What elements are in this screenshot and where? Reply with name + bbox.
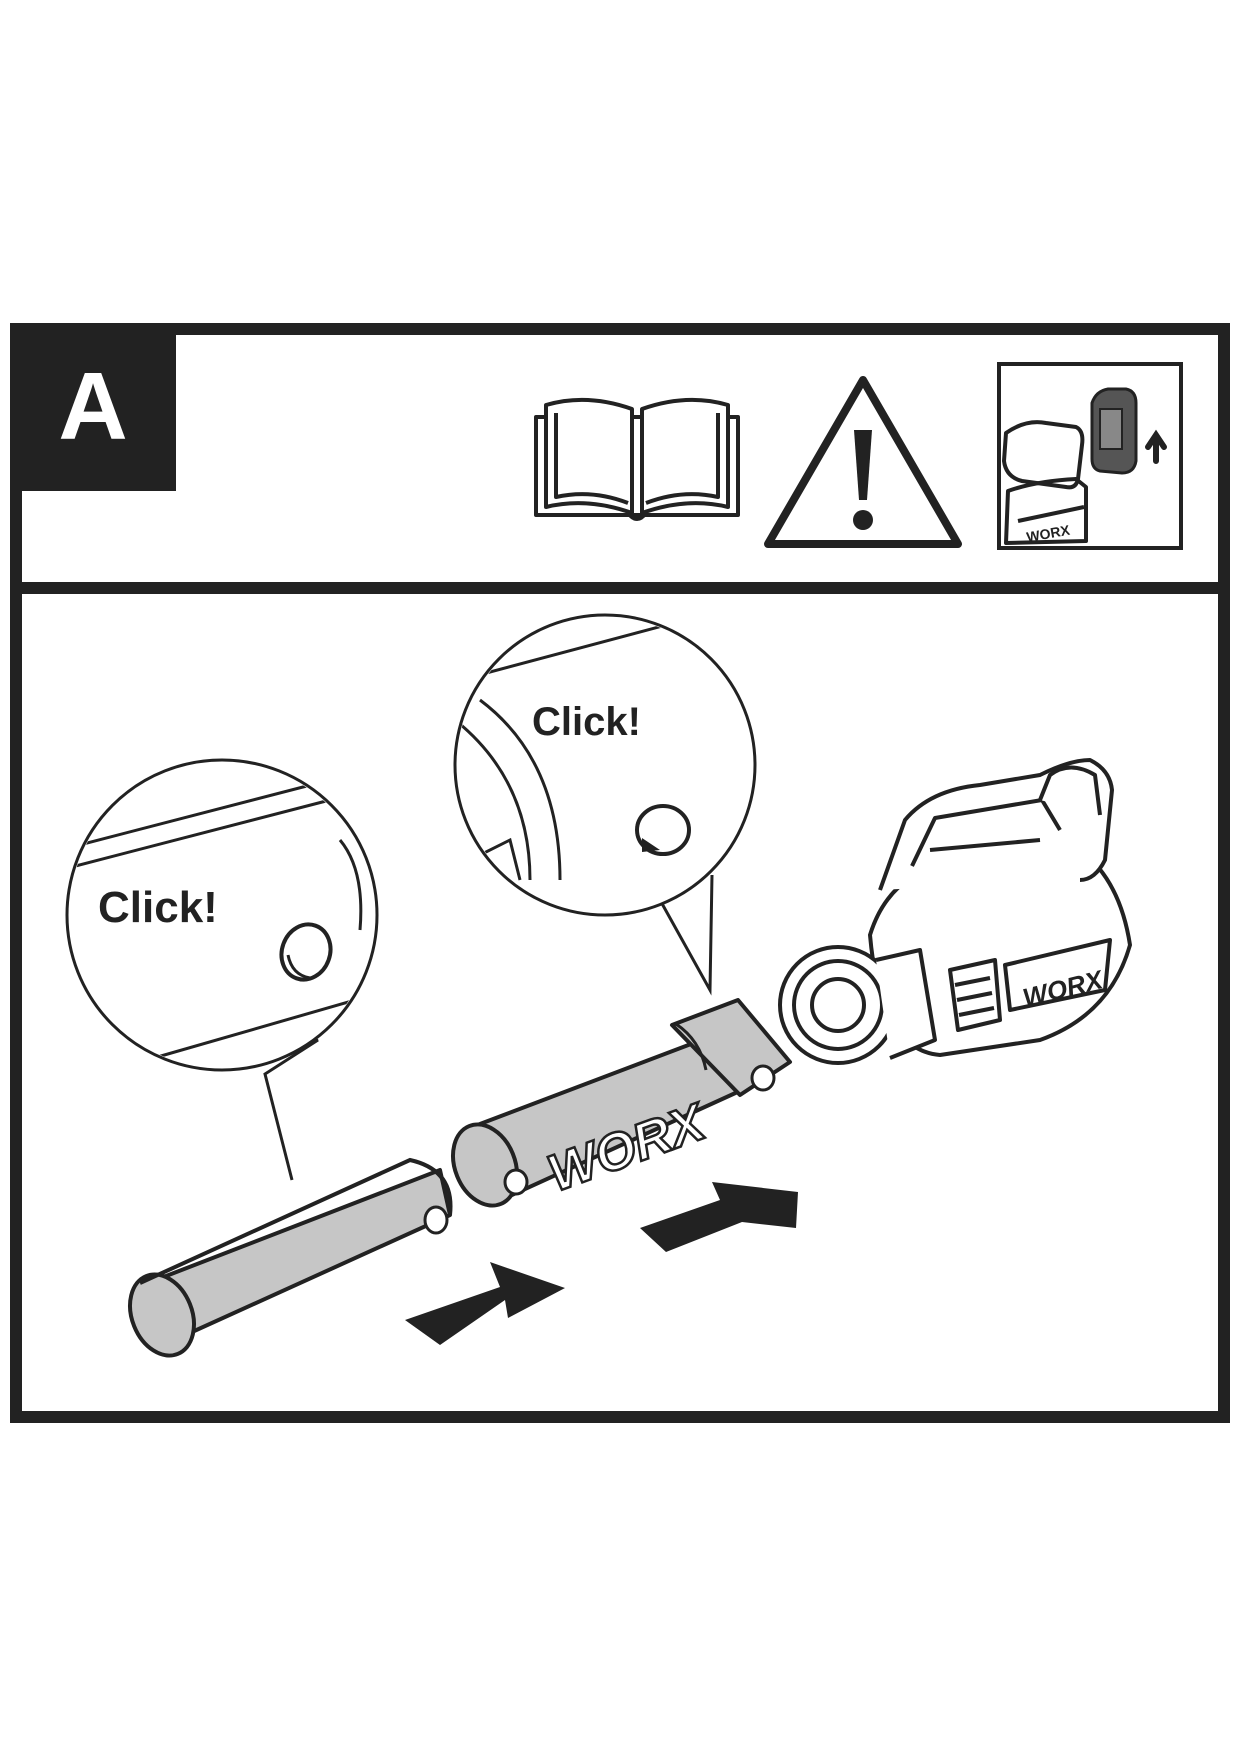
magnifier-callout-right: Click! [453,613,757,996]
click-label-left: Click! [98,883,218,932]
click-label-right: Click! [532,700,641,744]
magnifier-callout-left: Click! [65,758,379,1181]
assembly-illustration: Click! Click! WORX [65,613,1132,1358]
remove-battery-icon: WORX [997,362,1183,550]
insert-arrow-middle [640,1182,798,1252]
instruction-frame [10,323,1230,1423]
insert-arrow-front [405,1262,565,1345]
lock-button-right [635,804,691,856]
warning-triangle-icon [764,376,962,548]
front-tube [128,1157,453,1358]
step-label-box: A [10,323,176,491]
middle-tube: WORX [451,998,792,1208]
header-divider [10,582,1230,594]
blower-body: WORX [778,758,1132,1065]
read-manual-icon [534,397,740,521]
step-letter: A [58,353,128,460]
battery-brand-label: WORX [1025,522,1071,545]
lock-button-left [279,922,333,982]
